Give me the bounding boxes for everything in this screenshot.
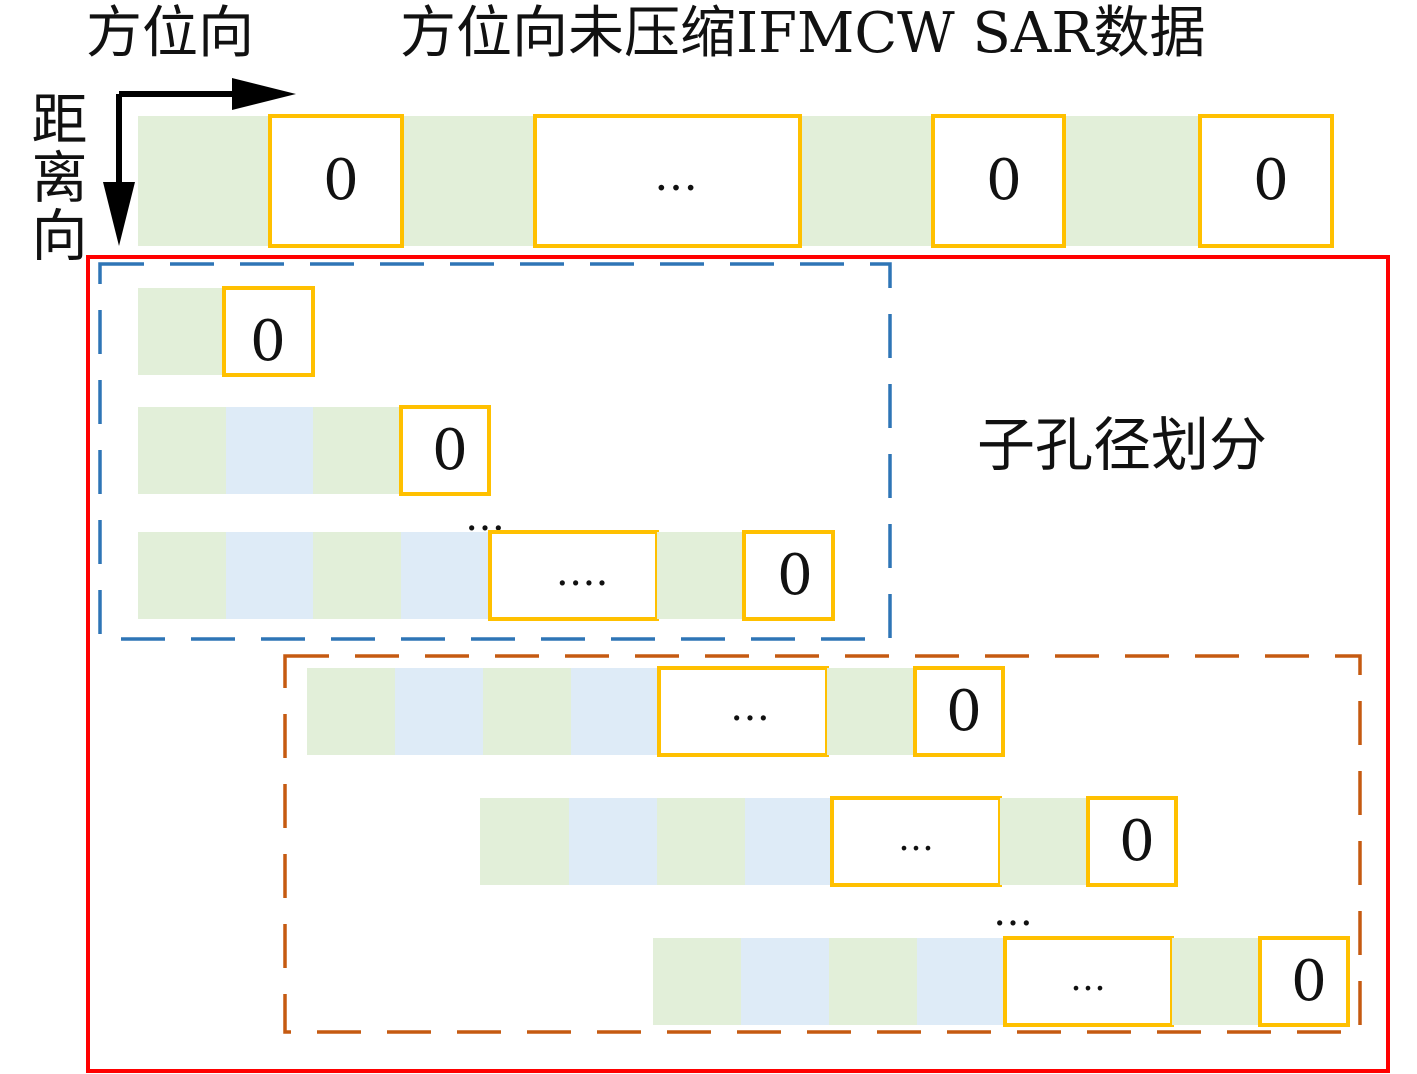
- zero-box: [222, 286, 315, 377]
- zero-box: [1258, 936, 1350, 1027]
- green-cell: [1172, 938, 1260, 1025]
- green-cell: [800, 116, 934, 246]
- zero-label: 0: [250, 309, 286, 374]
- green-cell: [138, 407, 226, 494]
- green-cell: [1064, 116, 1200, 246]
- blue-cell: [226, 532, 313, 619]
- zero-label: 0: [323, 148, 359, 213]
- zero-box: [1086, 796, 1178, 887]
- green-cell: [657, 798, 745, 885]
- green-cell: [829, 938, 917, 1025]
- green-cell: [480, 798, 569, 885]
- ellipsis-label: …: [898, 818, 934, 859]
- blue-cell: [571, 668, 659, 755]
- ellipsis-box: [830, 796, 1002, 887]
- zero-label: 0: [1253, 148, 1289, 213]
- zero-label: 0: [986, 148, 1022, 213]
- green-cell: [657, 532, 744, 619]
- subaperture-label: 子孔径划分: [977, 411, 1268, 479]
- green-cell: [307, 668, 395, 755]
- ellipsis-label: …: [1070, 958, 1106, 999]
- ellipsis-label: ….: [556, 549, 609, 595]
- zero-box: [268, 114, 404, 248]
- ellipsis-box: [1003, 936, 1174, 1027]
- blue-cell: [741, 938, 829, 1025]
- top-data-strip: 0 … 0 0: [138, 114, 1334, 248]
- subaperture-group-1: 0 0 … …. 0: [98, 262, 892, 641]
- green-cell: [138, 288, 224, 375]
- zero-box: [931, 114, 1066, 248]
- ellipsis-box: [657, 666, 829, 757]
- zero-box: [913, 666, 1005, 757]
- zero-box: [399, 405, 491, 496]
- row-ellipsis-label: …: [993, 889, 1033, 935]
- blue-cell: [917, 938, 1005, 1025]
- green-cell: [138, 116, 270, 246]
- blue-cell: [401, 532, 490, 619]
- range-arrowhead-icon: [103, 182, 135, 246]
- zero-label: 0: [1119, 809, 1155, 874]
- ellipsis-label: …: [654, 150, 698, 201]
- green-cell: [827, 668, 915, 755]
- subaperture-frame: [86, 255, 1390, 1073]
- green-cell: [313, 532, 401, 619]
- green-cell: [483, 668, 571, 755]
- zero-label: 0: [1291, 949, 1327, 1014]
- blue-cell: [226, 407, 313, 494]
- green-cell: [653, 938, 741, 1025]
- azimuth-arrowhead-icon: [232, 78, 296, 110]
- zero-label: 0: [946, 679, 982, 744]
- blue-cell: [745, 798, 832, 885]
- green-cell: [402, 116, 536, 246]
- subaperture-group-2: … 0 … 0 … … 0: [283, 654, 1362, 1034]
- axis-arrows: [103, 78, 296, 246]
- blue-cell: [569, 798, 657, 885]
- group-1-dashed-frame: [98, 262, 892, 641]
- range-axis-label: 距离向: [22, 90, 87, 264]
- azimuth-axis-label: 方位向: [86, 1, 254, 66]
- green-cell: [138, 532, 226, 619]
- diagram-title: 方位向未压缩IFMCW SAR数据: [400, 1, 1206, 66]
- green-cell: [1000, 798, 1088, 885]
- zero-box: [742, 530, 835, 621]
- green-cell: [313, 407, 401, 494]
- ellipsis-label: …: [730, 684, 770, 730]
- ellipsis-box: [533, 114, 802, 248]
- zero-label: 0: [777, 543, 813, 608]
- group-2-dashed-frame: [283, 654, 1362, 1034]
- zero-label: 0: [432, 418, 468, 483]
- zero-box: [1198, 114, 1334, 248]
- blue-cell: [395, 668, 483, 755]
